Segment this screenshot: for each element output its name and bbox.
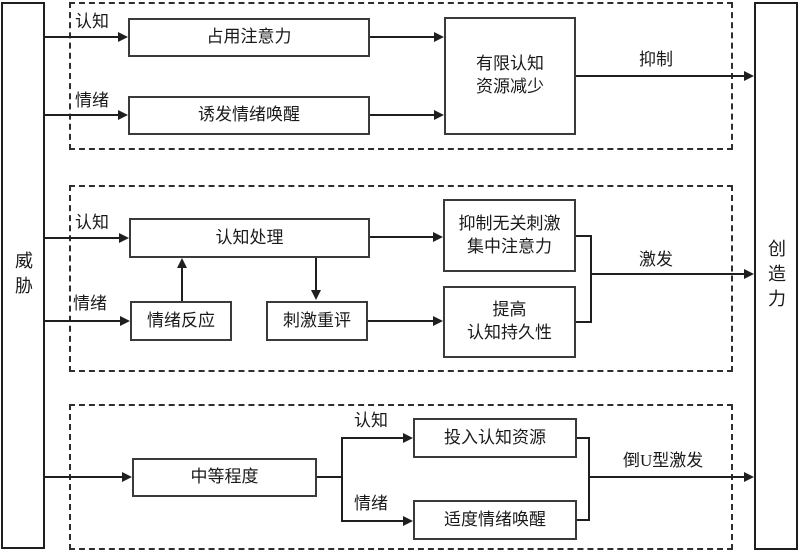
- edge-label-top-cognition: 认知: [74, 12, 110, 32]
- box-moderate-level: 中等程度: [132, 458, 317, 497]
- edge-label-activate: 激发: [638, 250, 674, 270]
- connector-line: [576, 321, 592, 323]
- edge-label-bottom-cognition: 认知: [353, 411, 389, 431]
- group-activation-pathway: [69, 185, 733, 372]
- box-invest-cognitive-resources-label: 投入认知资源: [444, 427, 546, 447]
- box-limited-cognitive-resources: 有限认知 资源减少: [444, 17, 576, 135]
- box-induce-emotional-arousal-label: 诱发情绪唤醒: [198, 105, 300, 125]
- connector-line: [45, 237, 120, 239]
- connector-line: [590, 273, 745, 275]
- arrowhead-right: [120, 316, 130, 326]
- connector-line: [45, 114, 119, 116]
- arrowhead-right: [433, 316, 443, 326]
- connector-line: [341, 520, 404, 522]
- edge-label-mid-cognition: 认知: [74, 213, 110, 233]
- connector-line: [576, 75, 745, 77]
- edge-label-inhibit: 抑制: [638, 50, 674, 70]
- arrowhead-right: [118, 110, 128, 120]
- connector-line: [590, 235, 592, 323]
- connector-line: [45, 320, 121, 322]
- connector-line: [588, 476, 745, 478]
- box-moderate-level-label: 中等程度: [190, 467, 259, 487]
- arrowhead-right: [403, 433, 413, 443]
- connector-line: [577, 437, 590, 439]
- box-stimulus-reappraisal-label: 刺激重评: [283, 310, 351, 330]
- edge-label-bottom-emotion: 情绪: [353, 494, 389, 514]
- box-improve-persistence: 提高 认知持久性: [443, 286, 576, 358]
- arrowhead-right: [744, 71, 754, 81]
- arrowhead-right: [744, 472, 754, 482]
- edge-label-top-emotion: 情绪: [74, 91, 110, 111]
- connector-line: [576, 235, 592, 237]
- edge-label-inverted-u-activation: 倒U型激发: [622, 451, 705, 471]
- box-cognitive-processing: 认知处理: [129, 218, 370, 258]
- box-improve-persistence-line2: 认知持久性: [467, 323, 552, 342]
- box-occupy-attention: 占用注意力: [128, 18, 370, 57]
- connector-line: [370, 114, 435, 116]
- connector-line: [577, 519, 590, 521]
- box-emotional-response: 情绪反应: [130, 301, 232, 341]
- box-limited-cognitive-resources-line2: 资源减少: [476, 77, 544, 96]
- connector-line: [588, 437, 590, 521]
- arrowhead-up: [177, 258, 187, 268]
- connector-line: [368, 320, 434, 322]
- box-emotional-response-label: 情绪反应: [147, 310, 215, 330]
- box-improve-persistence-line1: 提高: [492, 300, 527, 320]
- arrowhead-right: [744, 269, 754, 279]
- connector-line: [45, 476, 123, 478]
- box-limited-cognitive-resources-line1: 有限认知: [476, 54, 544, 74]
- node-creativity: 创造力: [754, 2, 798, 550]
- arrowhead-right: [403, 516, 413, 526]
- edge-label-mid-emotion: 情绪: [72, 294, 108, 314]
- box-moderate-emotional-arousal: 适度情绪唤醒: [413, 500, 577, 540]
- arrowhead-right: [122, 472, 132, 482]
- box-induce-emotional-arousal: 诱发情绪唤醒: [128, 96, 370, 135]
- connector-line: [370, 236, 434, 238]
- node-creativity-label: 创造力: [766, 238, 786, 314]
- arrowhead-right: [119, 233, 129, 243]
- connector-line: [317, 476, 343, 478]
- arrowhead-right: [433, 232, 443, 242]
- connector-line: [341, 437, 343, 522]
- box-suppress-irrelevant-stimuli-line1: 抑制无关刺激: [458, 213, 561, 233]
- box-stimulus-reappraisal: 刺激重评: [266, 301, 368, 341]
- node-threat-label: 威胁: [13, 250, 33, 301]
- box-occupy-attention-label: 占用注意力: [206, 27, 292, 47]
- arrowhead-right: [434, 110, 444, 120]
- box-cognitive-processing-label: 认知处理: [215, 227, 284, 247]
- arrowhead-right: [118, 32, 128, 42]
- box-suppress-irrelevant-stimuli: 抑制无关刺激 集中注意力: [443, 199, 576, 272]
- connector-line: [341, 437, 404, 439]
- arrowhead-down: [311, 290, 321, 300]
- node-threat: 威胁: [1, 2, 45, 549]
- connector-line: [370, 36, 435, 38]
- box-invest-cognitive-resources: 投入认知资源: [413, 418, 577, 458]
- connector-line: [181, 266, 183, 301]
- arrowhead-right: [434, 32, 444, 42]
- connector-line: [45, 36, 119, 38]
- connector-line: [315, 258, 317, 291]
- box-moderate-emotional-arousal-label: 适度情绪唤醒: [444, 509, 546, 529]
- box-suppress-irrelevant-stimuli-line2: 集中注意力: [467, 236, 552, 256]
